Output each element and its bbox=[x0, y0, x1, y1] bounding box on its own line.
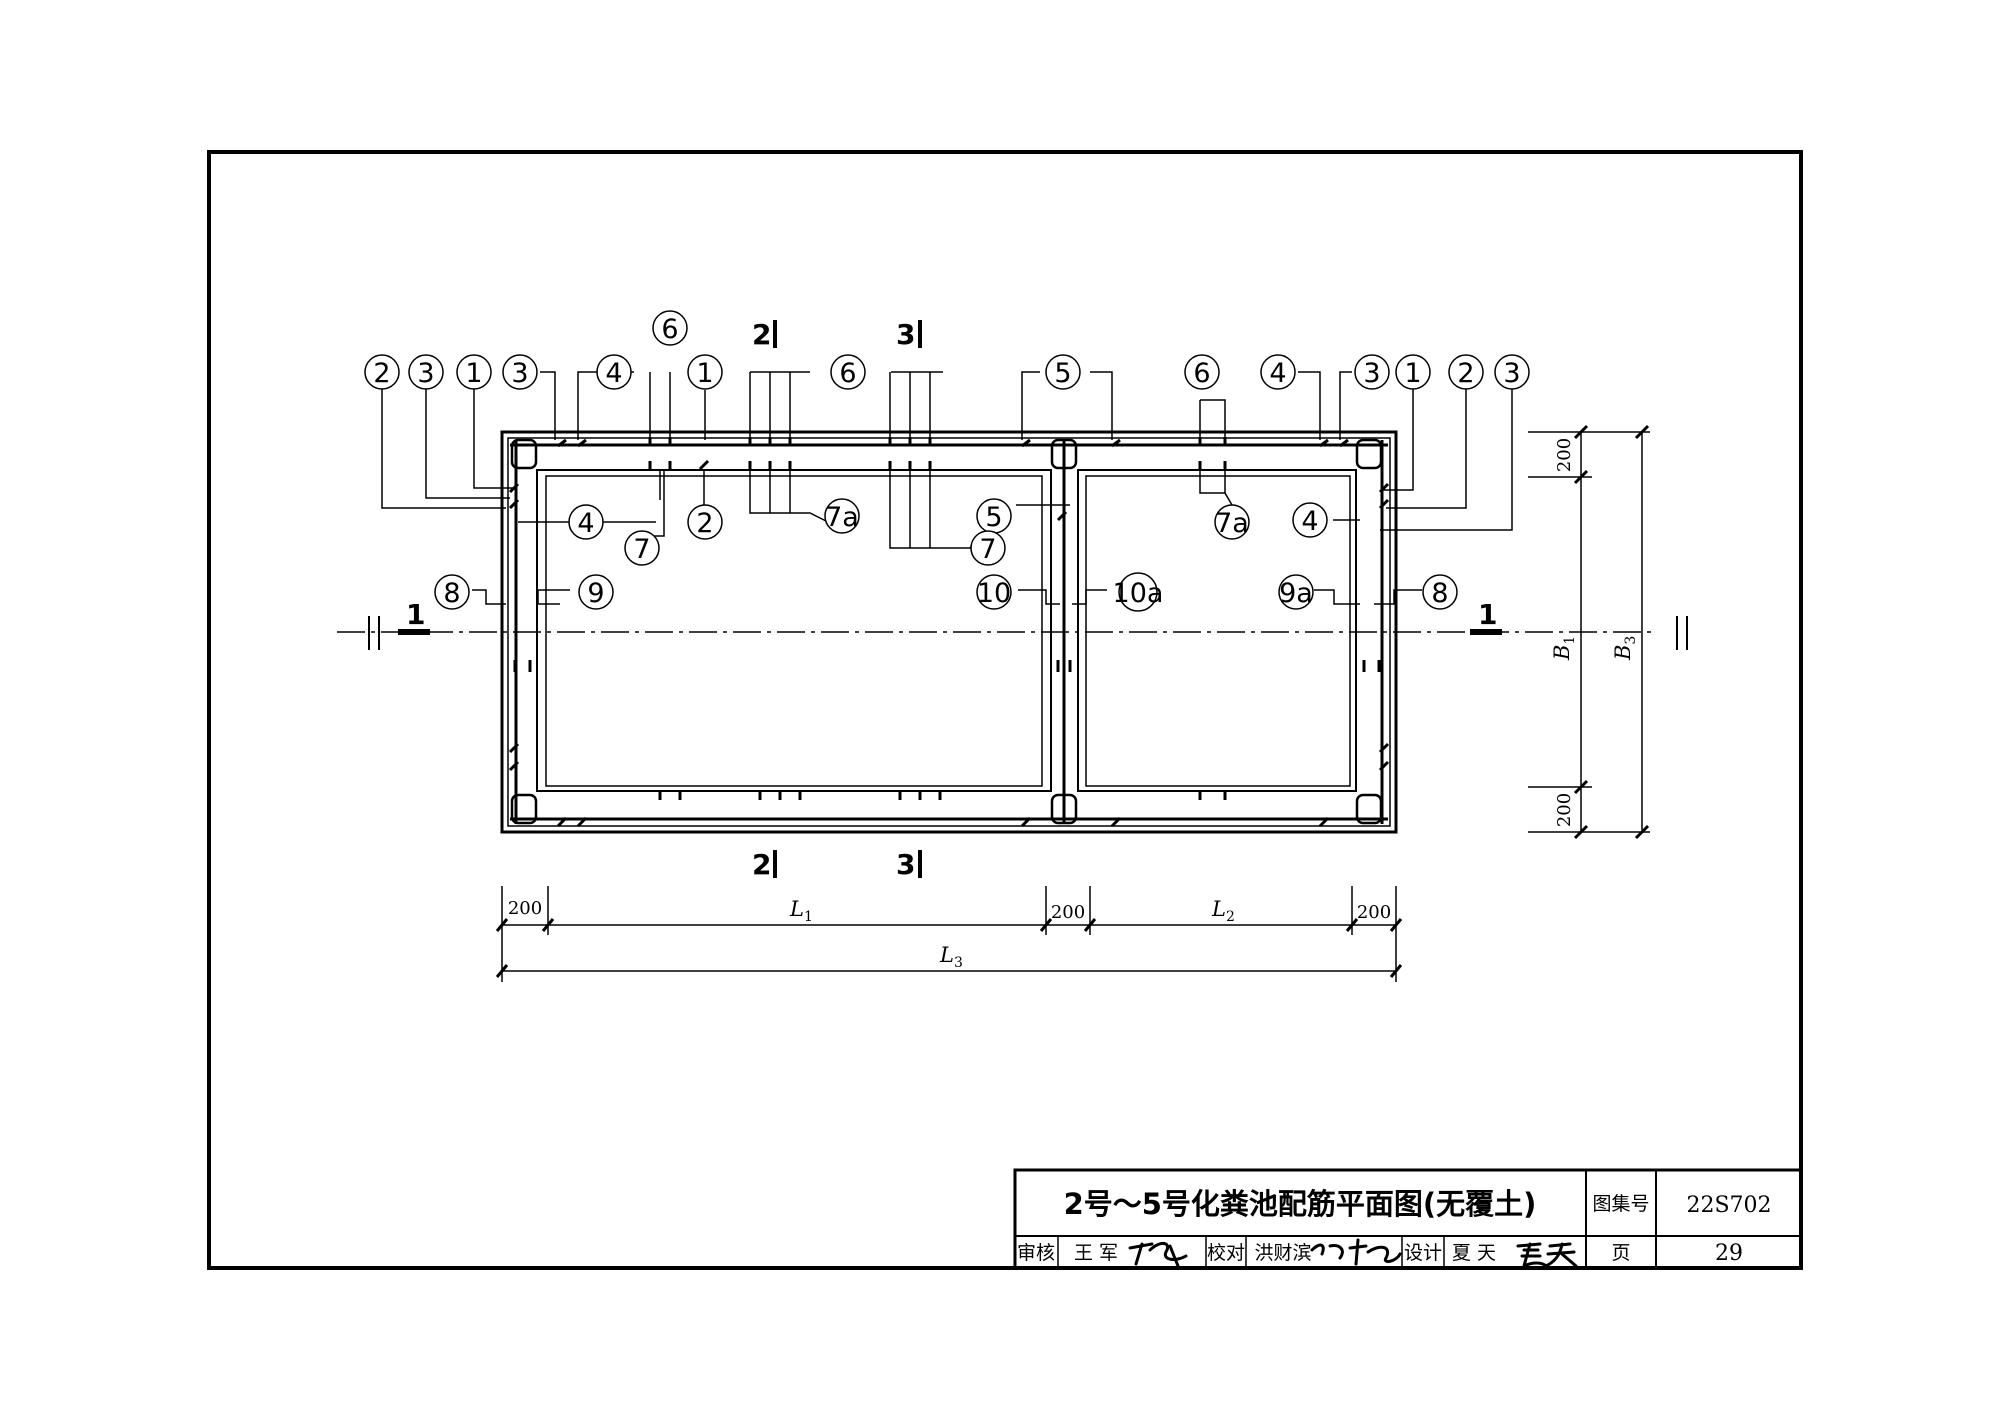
dim-200-bottom: 200 bbox=[1554, 793, 1575, 827]
dim-L3: L3 bbox=[939, 943, 963, 971]
bubble-3: 3 bbox=[417, 358, 434, 389]
bubble-7a: 7a bbox=[1215, 508, 1249, 539]
designer-name: 夏 天 bbox=[1452, 1242, 1496, 1264]
dim-L1: L1 bbox=[789, 897, 813, 925]
bubble-8: 8 bbox=[1431, 578, 1448, 609]
bubble-3: 3 bbox=[511, 358, 528, 389]
bubble-6: 6 bbox=[839, 358, 856, 389]
bubble-5: 5 bbox=[985, 502, 1002, 533]
bubble-2: 2 bbox=[1457, 358, 1474, 389]
section-line-1 bbox=[337, 616, 1688, 650]
tank-inner-wall bbox=[1077, 469, 1357, 792]
bubble-2: 2 bbox=[696, 508, 713, 539]
bubble-4: 4 bbox=[1269, 358, 1286, 389]
leader-lines bbox=[381, 371, 1513, 605]
rebar-ticks bbox=[508, 437, 1390, 828]
signature-reviewer bbox=[1128, 1242, 1188, 1268]
dim-200-left: 200 bbox=[508, 898, 542, 919]
bubble-3: 3 bbox=[1503, 358, 1520, 389]
tank-inner-wall bbox=[536, 469, 1052, 792]
bubble-4: 4 bbox=[1301, 506, 1318, 537]
atlas-number: 22S702 bbox=[1686, 1193, 1771, 1218]
bubble-8: 8 bbox=[443, 578, 460, 609]
checker-name: 洪财滨 bbox=[1254, 1242, 1311, 1264]
bubble-3: 3 bbox=[1363, 358, 1380, 389]
title-block bbox=[1013, 1168, 1803, 1270]
section-mark-1-right: 1 bbox=[1478, 598, 1497, 631]
horizontal-dimensions bbox=[495, 886, 1403, 982]
design-label: 设计 bbox=[1404, 1242, 1442, 1264]
section-mark-1-left: 1 bbox=[406, 598, 425, 631]
bubble-7a: 7a bbox=[825, 502, 859, 533]
section-cut-2-bottom: 2 bbox=[752, 848, 771, 881]
dim-200-right: 200 bbox=[1357, 902, 1391, 923]
dim-B1: B1 bbox=[1550, 636, 1578, 661]
bubble-1: 1 bbox=[465, 358, 482, 389]
bubble-10: 10 bbox=[977, 578, 1011, 609]
bubble-9a: 9a bbox=[1279, 578, 1313, 609]
reference-bubbles bbox=[364, 310, 1530, 612]
bubble-2: 2 bbox=[373, 358, 390, 389]
bubble-1: 1 bbox=[1404, 358, 1421, 389]
page-number: 29 bbox=[1715, 1241, 1743, 1266]
reviewer-name: 王 军 bbox=[1074, 1242, 1118, 1264]
drawing-title: 2号～5号化粪池配筋平面图(无覆土) bbox=[1064, 1187, 1537, 1221]
bubble-1: 1 bbox=[696, 358, 713, 389]
section-cut-2-top: 2 bbox=[752, 318, 771, 351]
bubble-10a: 10a bbox=[1113, 578, 1164, 609]
dim-200-middle: 200 bbox=[1051, 902, 1085, 923]
sheet-frame bbox=[207, 150, 1803, 1270]
bubble-4: 4 bbox=[577, 508, 594, 539]
bubble-6: 6 bbox=[661, 314, 678, 345]
bubble-9: 9 bbox=[587, 578, 604, 609]
bubble-6: 6 bbox=[1193, 358, 1210, 389]
signature-designer bbox=[1516, 1242, 1578, 1269]
bubble-7: 7 bbox=[633, 534, 650, 565]
section-cut-3-bottom: 3 bbox=[896, 848, 915, 881]
signature-checker bbox=[1310, 1238, 1402, 1266]
check-label: 校对 bbox=[1207, 1242, 1245, 1264]
atlas-number-label: 图集号 bbox=[1592, 1193, 1649, 1215]
dim-200-top: 200 bbox=[1554, 438, 1575, 472]
vertical-dimensions bbox=[1528, 424, 1650, 840]
bubble-5: 5 bbox=[1054, 358, 1071, 389]
dim-B3: B3 bbox=[1611, 636, 1639, 661]
review-label: 审核 bbox=[1017, 1242, 1055, 1264]
page-label: 页 bbox=[1611, 1242, 1630, 1264]
dim-L2: L2 bbox=[1211, 897, 1235, 925]
section-cut-3-top: 3 bbox=[896, 318, 915, 351]
bubble-7: 7 bbox=[979, 534, 996, 565]
bubble-4: 4 bbox=[605, 358, 622, 389]
